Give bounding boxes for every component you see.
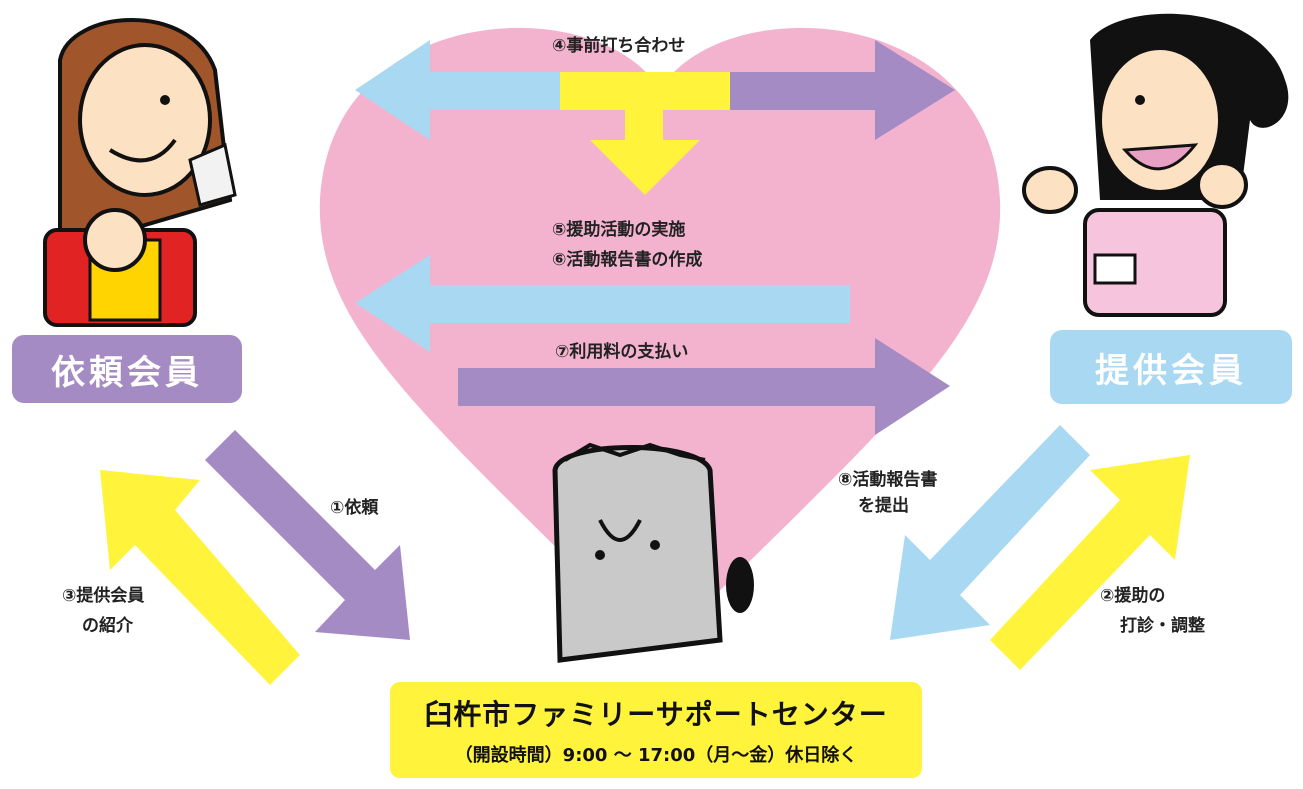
step1-arrow: [205, 430, 410, 640]
step2-label-line2: 打診・調整: [1120, 616, 1205, 636]
step6-label: ⑥活動報告書の作成: [552, 250, 703, 270]
step8-label-line1: ⑧活動報告書: [838, 470, 938, 490]
step8-label-line2: を提出: [858, 496, 909, 516]
step5-label: ⑤援助活動の実施: [552, 220, 686, 240]
step3-label-line1: ③提供会員: [62, 586, 145, 606]
provider-illustration: [1022, 13, 1289, 317]
center-mascot-illustration: [552, 442, 754, 663]
step6-arrow: [355, 255, 850, 352]
requester-box: 依頼会員: [12, 335, 242, 403]
provider-box: 提供会員: [1050, 330, 1292, 404]
requester-illustration: [43, 18, 237, 327]
step4-label: ④事前打ち合わせ: [552, 36, 686, 56]
step2-label-line1: ②援助の: [1100, 586, 1166, 606]
heart-shape: [319, 27, 1001, 650]
center-box: 臼杵市ファミリーサポートセンター （開設時間）9:00 ～ 17:00（月～金）…: [390, 682, 922, 778]
step7-label: ⑦利用料の支払い: [555, 342, 689, 362]
center-hours: （開設時間）9:00 ～ 17:00（月～金）休日除く: [454, 745, 858, 766]
step1-label: ①依頼: [330, 498, 379, 518]
step3-arrow: [100, 470, 300, 685]
step3-label-line2: の紹介: [82, 616, 133, 636]
step2-arrow: [990, 455, 1190, 670]
step7-arrow: [458, 338, 950, 435]
step4-arrows: [355, 40, 955, 195]
step8-arrow: [890, 425, 1090, 640]
center-title: 臼杵市ファミリーサポートセンター: [424, 698, 888, 731]
